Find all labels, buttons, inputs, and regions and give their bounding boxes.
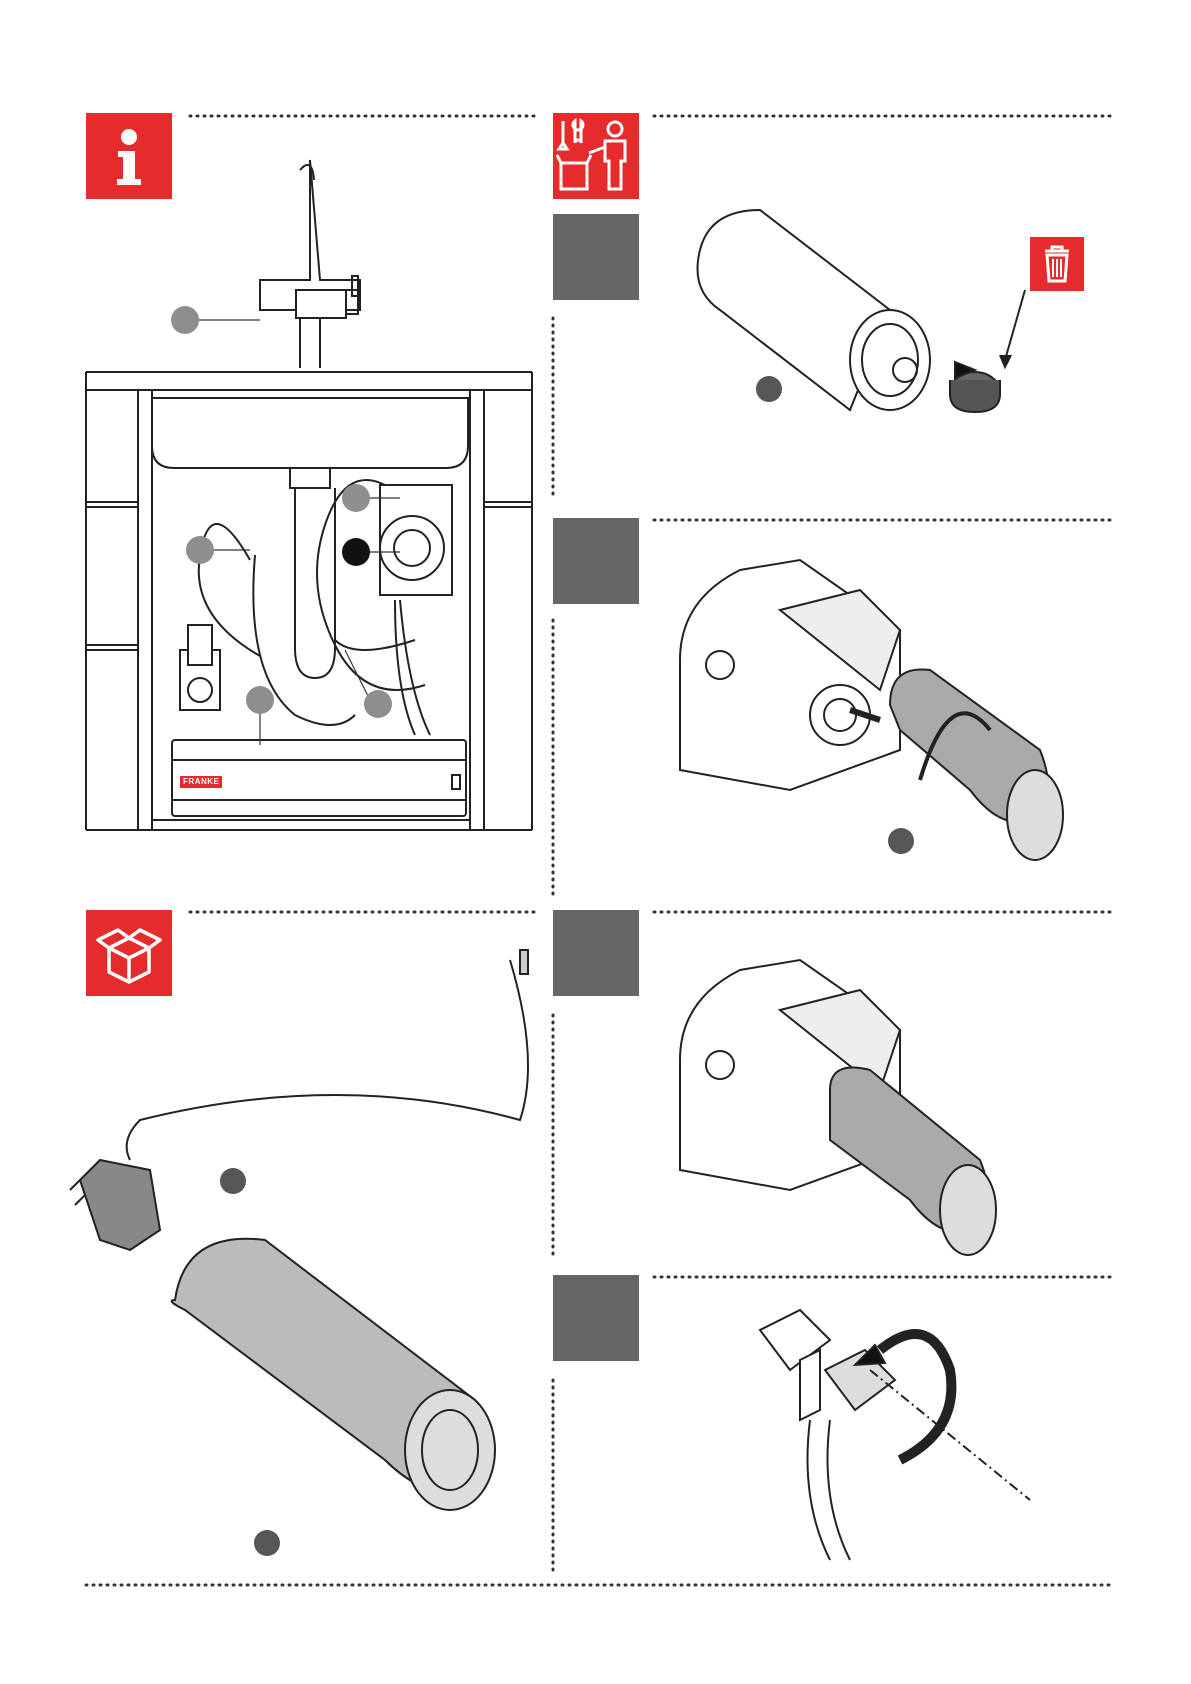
dotted-separators bbox=[86, 116, 1110, 1585]
callout-power-adapter bbox=[220, 1168, 246, 1194]
callout-cable bbox=[364, 690, 392, 718]
cartridge-insert-illustration bbox=[680, 560, 1063, 860]
callout-valve bbox=[186, 536, 214, 564]
sink-cabinet-illustration bbox=[86, 160, 532, 830]
callout-old-cartridge bbox=[756, 376, 782, 402]
callout-filter-head bbox=[342, 538, 370, 566]
brand-label: FRANKE bbox=[180, 776, 222, 788]
callout-new-cartridge bbox=[888, 828, 914, 854]
callout-adapter bbox=[246, 686, 274, 714]
callout-hose bbox=[342, 484, 370, 512]
callout-faucet bbox=[171, 306, 199, 334]
power-adapter-illustration bbox=[70, 950, 528, 1250]
filter-cartridge-illustration bbox=[172, 1239, 495, 1510]
callout-filter-cartridge bbox=[254, 1530, 280, 1556]
cartridge-installed-illustration bbox=[680, 960, 996, 1255]
valve-illustration bbox=[760, 1310, 1030, 1560]
cartridge-cap-illustration bbox=[698, 210, 1026, 412]
